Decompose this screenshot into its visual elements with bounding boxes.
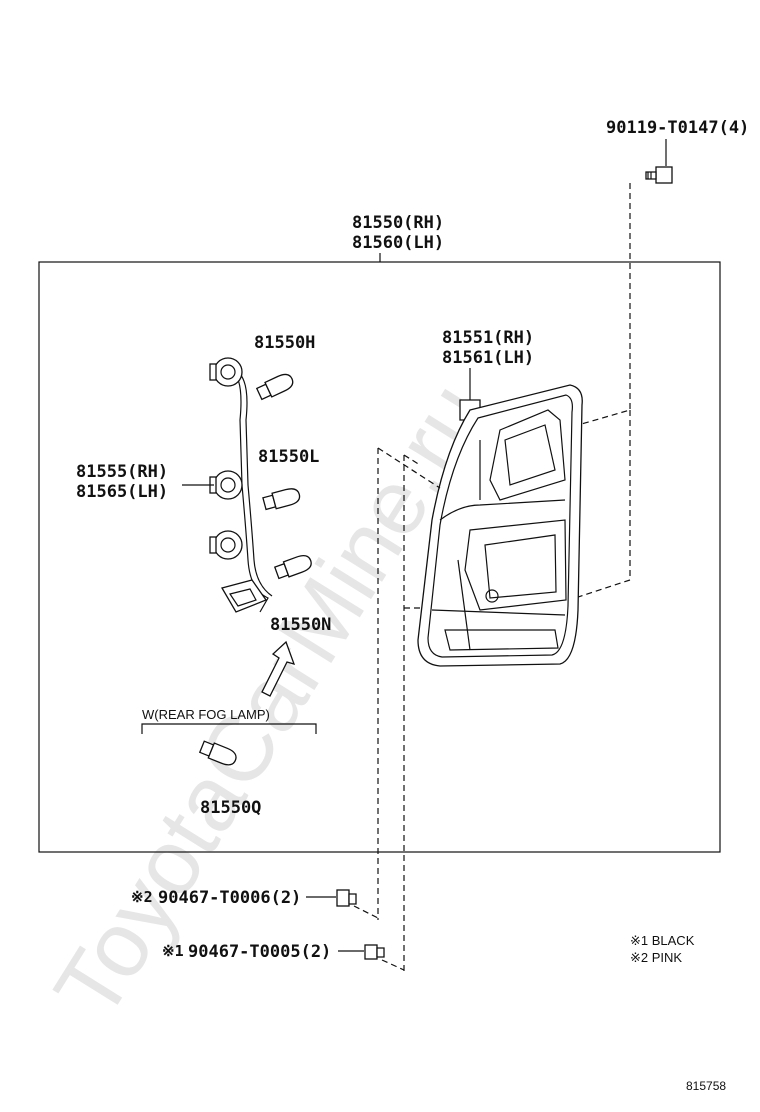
- socket-icon: [209, 530, 243, 560]
- legend-black: ※1 BLACK: [630, 933, 695, 948]
- bolt-dash-upper: [577, 183, 631, 426]
- clip-icon: [364, 944, 385, 960]
- clip-1-dash: [353, 905, 379, 919]
- diagram-ref: 815758: [686, 1079, 726, 1093]
- bulb-h-label: 81550H: [254, 333, 315, 353]
- bolt-dash-lower: [574, 410, 631, 599]
- assembly-rh-label: 81550(RH): [352, 213, 444, 233]
- arrow-up-icon: [261, 640, 296, 697]
- socket-icon: [209, 357, 243, 387]
- connector-icon: [221, 579, 268, 613]
- bulb-icon: [198, 740, 237, 766]
- clip-icon: [336, 889, 357, 907]
- bulb-icon: [273, 554, 312, 580]
- clip-1-mark: ※2: [131, 888, 153, 906]
- clip-2-dash: [381, 959, 405, 971]
- socket-lh-label: 81565(LH): [76, 482, 168, 502]
- socket-rh-label: 81555(RH): [76, 462, 168, 482]
- lens-dash-upper: [377, 447, 441, 489]
- bulb-icon: [262, 488, 301, 511]
- lens-dash-side: [403, 454, 421, 466]
- fog-lamp-bracket: [141, 723, 317, 734]
- bolt-label: 90119-T0147(4): [606, 118, 749, 138]
- fog-lamp-label: W(REAR FOG LAMP): [142, 707, 270, 722]
- bolt-icon: [645, 166, 673, 184]
- lens-lh-label: 81561(LH): [442, 348, 534, 368]
- lens-rh-label: 81551(RH): [442, 328, 534, 348]
- legend-pink: ※2 PINK: [630, 950, 682, 965]
- bulb-q-label: 81550Q: [200, 798, 261, 818]
- bulb-l-label: 81550L: [258, 447, 319, 467]
- socket-icon: [209, 470, 243, 500]
- clip-2-mark: ※1: [162, 942, 184, 960]
- bulb-n-label: 81550N: [270, 615, 331, 635]
- clip-1-part: 90467-T0006(2): [158, 888, 301, 908]
- clip-2-part: 90467-T0005(2): [188, 942, 331, 962]
- tail-lamp-lens: [417, 384, 583, 667]
- bulb-icon: [255, 373, 294, 401]
- assembly-lh-label: 81560(LH): [352, 233, 444, 253]
